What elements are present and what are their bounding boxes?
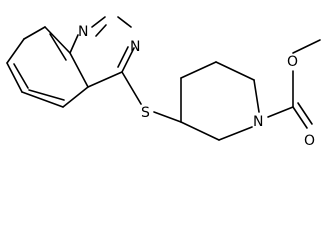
bond-s-c [153, 111, 182, 123]
double-bond-inner [95, 24, 107, 37]
bond [6, 62, 23, 93]
bond-c-o-double-2 [297, 102, 313, 125]
bond [69, 52, 89, 88]
atom-o-methoxy: O [287, 54, 298, 70]
bond [44, 26, 71, 54]
bond-o-methyl [292, 39, 321, 54]
atom-n-piperidine: N [253, 114, 263, 130]
bond [117, 16, 132, 28]
structure-canvas: N N S N O O [6, 16, 321, 149]
benzene-ring [6, 26, 89, 108]
bond [180, 121, 220, 141]
bond [87, 71, 123, 88]
bond [23, 26, 46, 40]
bond-n-c [267, 106, 294, 118]
pyrimidine-ring [69, 16, 135, 88]
double-bond-inner [49, 33, 67, 61]
bond [253, 79, 260, 113]
atom-n3: N [130, 39, 140, 55]
bond [62, 86, 89, 108]
molecule-drawing: N N S N O O [6, 16, 321, 149]
atom-o-carbonyl: O [304, 133, 315, 149]
double-bond-inner [28, 89, 65, 101]
bond [180, 61, 217, 79]
double-bond-inner [13, 63, 29, 89]
bond [6, 38, 25, 64]
atom-s: S [141, 105, 150, 121]
bond [215, 61, 255, 81]
piperidine-ring [180, 61, 260, 141]
double-bond-inner [117, 46, 129, 68]
bond [21, 91, 64, 108]
bond-c-s [121, 71, 142, 105]
atom-n1: N [78, 24, 88, 40]
bond [91, 16, 106, 28]
bond-c-o-double [292, 106, 308, 129]
carbamate-group [267, 39, 321, 129]
bond [218, 126, 253, 141]
bond [121, 47, 135, 73]
bond [69, 34, 79, 54]
